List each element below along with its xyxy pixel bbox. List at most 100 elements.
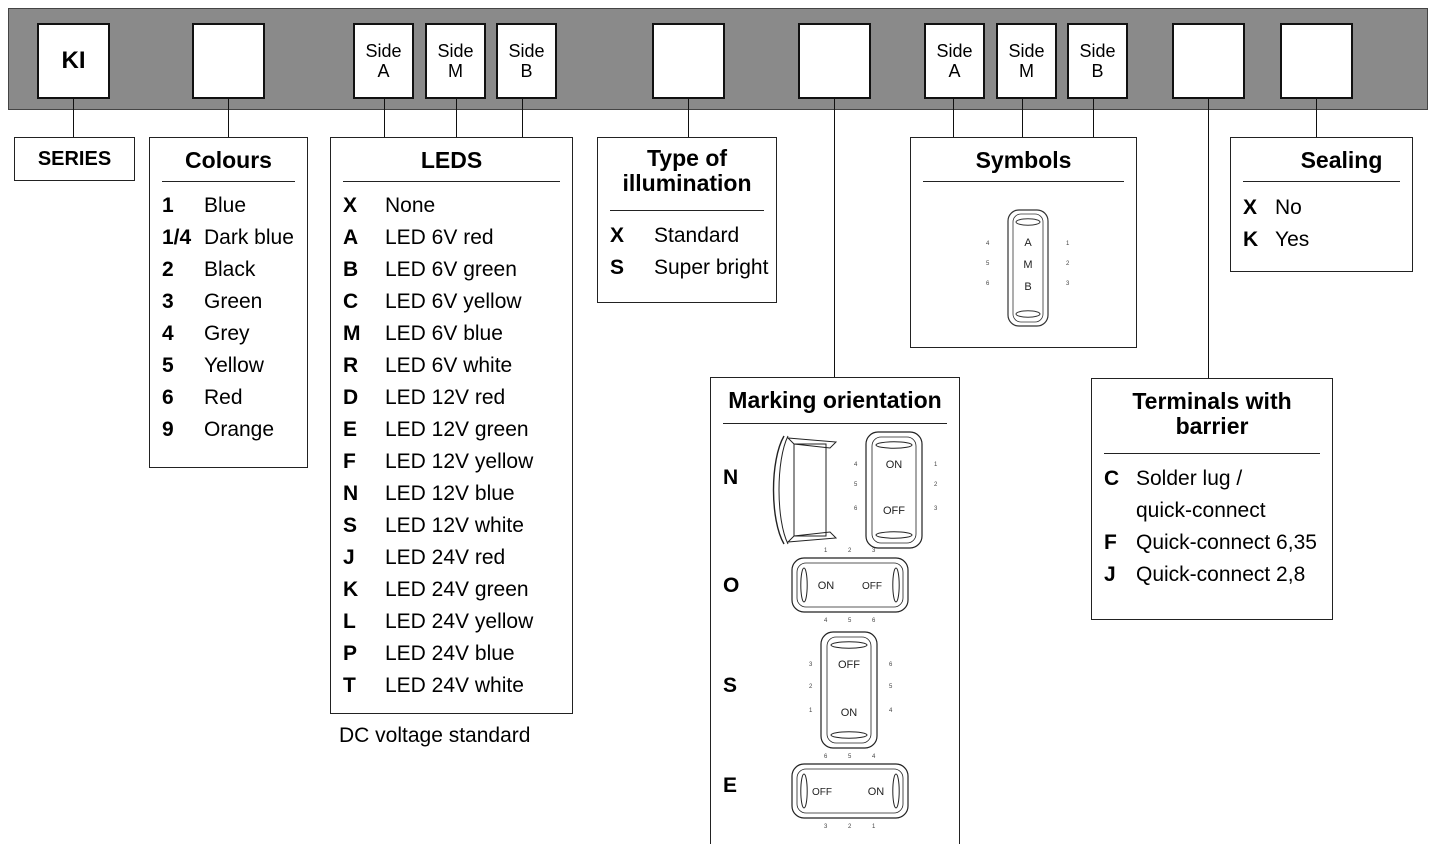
item-code: T <box>343 674 356 697</box>
item-label: Grey <box>204 322 250 345</box>
marking-num: 2 <box>809 684 813 690</box>
item-label: LED 12V blue <box>385 482 515 505</box>
marking-panel: Marking orientation N ON OFF 4 5 6 1 2 3… <box>710 377 960 844</box>
marking-n-switch: ON OFF 4 5 6 1 2 3 <box>854 431 938 549</box>
item-code: P <box>343 642 358 665</box>
item-label: LED 24V green <box>385 578 529 601</box>
list-item: K LED 24V green <box>343 574 533 606</box>
symbols-switch-b: B <box>1024 281 1031 293</box>
item-label: LED 12V white <box>385 514 524 537</box>
sealing-title: Sealing <box>1300 147 1383 173</box>
item-label: Yellow <box>204 354 264 377</box>
wire-series <box>73 99 74 137</box>
item-code: K <box>343 578 359 601</box>
list-item: N LED 12V blue <box>343 478 533 510</box>
marking-num: 2 <box>934 482 938 488</box>
item-label: Orange <box>204 418 275 441</box>
item-label: LED 24V white <box>385 674 524 697</box>
item-code: X <box>343 194 358 217</box>
item-label: None <box>385 194 436 217</box>
marking-num: 1 <box>824 548 828 554</box>
code-cell-symbol-side-m: Side M <box>996 23 1057 99</box>
illumination-title-line2: illumination <box>622 170 752 196</box>
symbols-title: Symbols <box>975 147 1072 173</box>
marking-code-e: E <box>723 774 738 797</box>
marking-num: 5 <box>848 618 852 624</box>
symbols-num: 4 <box>986 241 990 247</box>
wire-leds-m <box>456 99 457 137</box>
wire-leds-a <box>384 99 385 137</box>
item-code: S <box>343 514 358 537</box>
item-code: 6 <box>162 386 174 409</box>
item-code: 1/4 <box>162 226 192 249</box>
marking-num: 4 <box>824 618 828 624</box>
wire-symbols-a <box>953 99 954 137</box>
marking-o-switch: ON OFF 1 2 3 4 5 6 <box>791 548 909 624</box>
item-code: 1 <box>162 194 174 217</box>
symbols-num: 5 <box>986 261 990 267</box>
code-cell-led-side-a: Side A <box>353 23 414 99</box>
marking-num: 1 <box>934 462 938 468</box>
marking-num: 5 <box>854 482 858 488</box>
list-item: P LED 24V blue <box>343 638 533 670</box>
item-label: LED 24V blue <box>385 642 515 665</box>
item-label: Blue <box>204 194 247 217</box>
code-cell-illumination <box>652 23 725 99</box>
item-code: D <box>343 386 359 409</box>
item-code: 5 <box>162 354 174 377</box>
item-code: 9 <box>162 418 174 441</box>
item-code: E <box>343 418 358 441</box>
code-cell-led-side-m: Side M <box>425 23 486 99</box>
item-code: 3 <box>162 290 174 313</box>
wire-symbols-b <box>1093 99 1094 137</box>
item-code: F <box>343 450 356 473</box>
item-code: A <box>343 226 359 249</box>
item-code: X <box>610 224 625 247</box>
marking-num: 5 <box>889 684 893 690</box>
side-m-label: Side M <box>1008 41 1045 81</box>
symbols-switch-a: A <box>1024 237 1032 249</box>
list-item: 6 Red <box>162 382 294 414</box>
series-title: SERIES <box>37 148 112 170</box>
list-item: F LED 12V yellow <box>343 446 533 478</box>
list-item: 3 Green <box>162 286 294 318</box>
marking-num: 3 <box>934 506 938 512</box>
item-label: LED 24V red <box>385 546 506 569</box>
series-code: KI <box>61 47 86 74</box>
side-a-label: Side A <box>365 41 402 81</box>
marking-num: 6 <box>824 754 828 760</box>
code-cell-led-side-b: Side B <box>496 23 557 99</box>
wire-colours <box>228 99 229 137</box>
marking-num: 5 <box>848 754 852 760</box>
wire-leds-b <box>522 99 523 137</box>
item-label: Green <box>204 290 263 313</box>
item-code: N <box>343 482 359 505</box>
wire-terminals <box>1208 99 1209 379</box>
item-code: K <box>1243 228 1259 251</box>
item-code: L <box>343 610 356 633</box>
list-item: 1 Blue <box>162 190 294 222</box>
item-label: Dark blue <box>204 226 294 249</box>
list-item: 1/4 Dark blue <box>162 222 294 254</box>
item-label: Red <box>204 386 243 409</box>
symbols-panel: Symbols A M B 4 5 6 1 2 3 <box>910 137 1137 348</box>
marking-num: 6 <box>889 662 893 668</box>
marking-title: Marking orientation <box>728 387 942 413</box>
item-code: 2 <box>162 258 174 281</box>
item-label: LED 6V yellow <box>385 290 522 313</box>
item-code: F <box>1104 531 1117 554</box>
marking-num: 1 <box>872 824 876 830</box>
item-label: LED 12V yellow <box>385 450 534 473</box>
code-cell-terminals <box>1172 23 1245 99</box>
marking-o-off: OFF <box>862 581 882 592</box>
